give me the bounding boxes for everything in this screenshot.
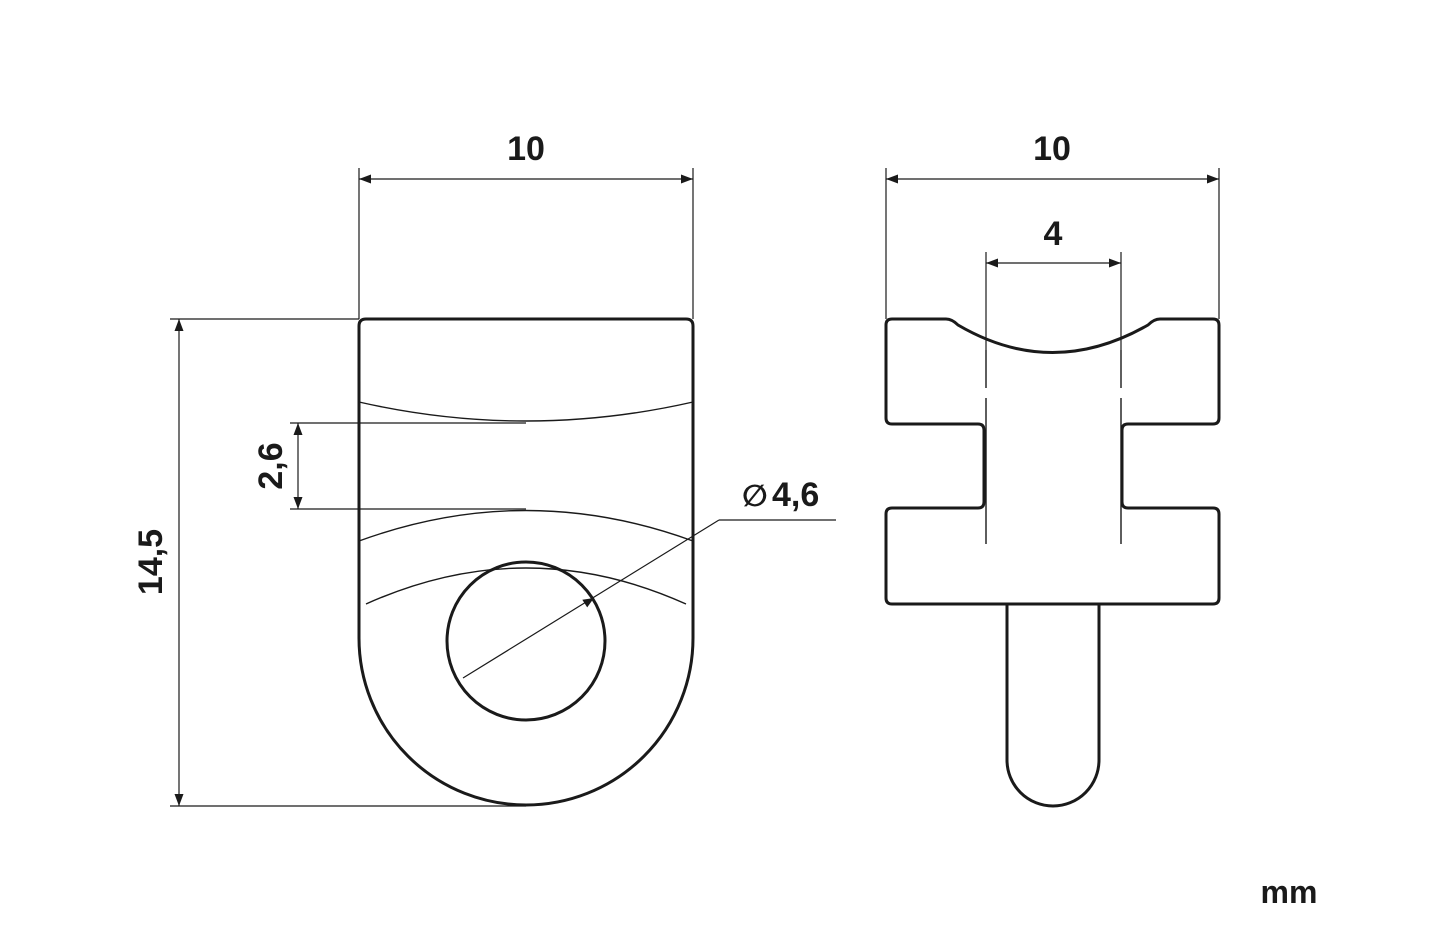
side-width-arrow-left: [886, 174, 898, 184]
slot-arrow-left: [986, 258, 998, 268]
groove-arrow-top: [293, 423, 303, 435]
hole-diameter-label: 4,6: [772, 476, 819, 514]
front-width-label: 10: [507, 130, 545, 168]
height-label: 14,5: [132, 529, 170, 595]
height-arrow-bottom: [174, 794, 184, 806]
diameter-symbol: ∅: [742, 480, 768, 513]
mounting-hole: [445, 560, 607, 722]
side-view: 10 4: [884, 130, 1221, 808]
height-arrow-top: [174, 319, 184, 331]
groove-lower-curve-1: [358, 509, 694, 542]
slot-arrow-right: [1109, 258, 1121, 268]
groove-arrow-bottom: [293, 497, 303, 509]
groove-lower-curve-2: [365, 567, 687, 605]
side-width-label: 10: [1033, 130, 1071, 168]
hole-leader-arrow: [582, 598, 594, 608]
side-view-pin: [1005, 604, 1101, 808]
front-view: 10 14,5 2,6 ∅ 4,6: [132, 130, 836, 807]
side-width-arrow-right: [1207, 174, 1219, 184]
side-view-outline: [884, 317, 1221, 606]
slot-width-label: 4: [1044, 215, 1063, 253]
groove-label: 2,6: [252, 442, 290, 489]
front-width-arrow-right: [681, 174, 693, 184]
groove-upper-curve: [358, 401, 694, 422]
front-width-arrow-left: [359, 174, 371, 184]
front-view-outline: [357, 317, 695, 807]
unit-label: mm: [1261, 874, 1318, 910]
